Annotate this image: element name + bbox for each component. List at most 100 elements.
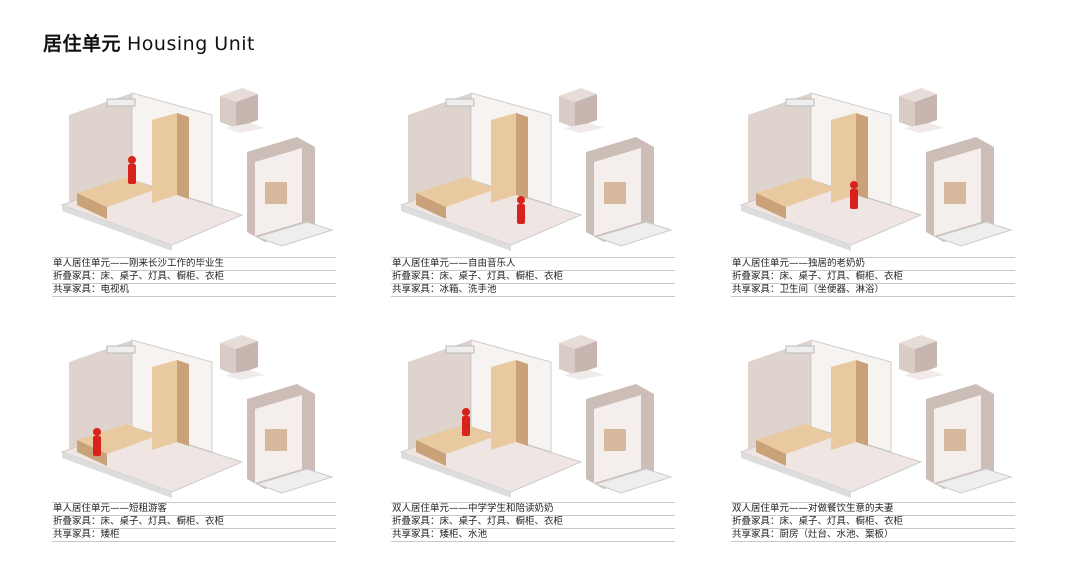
back-wall-left	[748, 93, 811, 203]
person-body	[517, 204, 525, 224]
mini-cube-left	[899, 96, 915, 128]
bed-top	[416, 424, 496, 454]
person-head	[850, 181, 858, 189]
wardrobe-side	[177, 113, 189, 199]
bed-top	[756, 177, 836, 207]
bed-side	[77, 440, 107, 466]
unit-illustration-1	[60, 88, 334, 251]
wardrobe-side	[856, 113, 868, 199]
back-wall-left	[408, 340, 471, 450]
person-head	[128, 156, 136, 164]
unit-title: 单人居住单元——独居的老奶奶	[731, 258, 1015, 271]
mini-cube-left	[220, 343, 236, 375]
person-body	[128, 164, 136, 184]
unit-title: 单人居住单元——自由音乐人	[391, 258, 675, 271]
unit-caption-2: 单人居住单元——自由音乐人 折叠家具：床、桌子、灯具、橱柜、衣柜 共享家具：冰箱…	[391, 257, 675, 297]
ac-unit	[785, 98, 815, 107]
ac-unit	[445, 98, 475, 107]
unit-caption-1: 单人居住单元——刚来长沙工作的毕业生 折叠家具：床、桌子、灯具、橱柜、衣柜 共享…	[52, 257, 336, 297]
unit-folding: 折叠家具：床、桌子、灯具、橱柜、衣柜	[731, 271, 1015, 284]
mini-cube-right	[236, 94, 258, 128]
shared-module-base	[255, 468, 334, 494]
mini-cube-right	[236, 341, 258, 375]
floor-edge	[741, 452, 851, 498]
bed-side	[756, 440, 786, 466]
person-head	[517, 196, 525, 204]
unit-caption-3: 单人居住单元——独居的老奶奶 折叠家具：床、桌子、灯具、橱柜、衣柜 共享家具：卫…	[731, 257, 1015, 297]
floor-edge	[62, 452, 172, 498]
mini-cube-right	[575, 341, 597, 375]
shared-module-base	[594, 468, 673, 494]
wardrobe-front	[831, 113, 856, 203]
bed-top	[77, 177, 157, 207]
bed-side	[416, 193, 446, 219]
wardrobe-front	[491, 360, 516, 450]
bed-side	[756, 193, 786, 219]
floor-edge	[62, 205, 172, 251]
shared-furniture	[265, 429, 287, 451]
shared-furniture	[944, 429, 966, 451]
unit-folding: 折叠家具：床、桌子、灯具、橱柜、衣柜	[52, 271, 336, 284]
wardrobe-front	[831, 360, 856, 450]
unit-shared: 共享家具：电视机	[52, 284, 336, 297]
unit-panel-1: 单人居住单元——刚来长沙工作的毕业生 折叠家具：床、桌子、灯具、橱柜、衣柜 共享…	[52, 80, 342, 330]
wardrobe-side	[177, 360, 189, 446]
floor-edge	[401, 205, 511, 251]
unit-shared: 共享家具：矮柜	[52, 529, 336, 542]
person-body	[93, 436, 101, 456]
unit-panel-4: 单人居住单元——短租游客 折叠家具：床、桌子、灯具、橱柜、衣柜 共享家具：矮柜	[52, 327, 342, 577]
wardrobe-front	[152, 113, 177, 203]
back-wall-left	[69, 340, 132, 450]
back-wall-left	[748, 340, 811, 450]
unit-shared: 共享家具：矮柜、水池	[391, 529, 675, 542]
unit-illustration-3	[739, 88, 1013, 251]
person-body	[462, 416, 470, 436]
mini-cube-base	[904, 370, 944, 380]
mini-cube-top	[899, 88, 937, 102]
shared-module-base	[255, 221, 334, 247]
shared-furniture	[604, 429, 626, 451]
bed-side	[416, 440, 446, 466]
ac-unit	[106, 345, 136, 354]
wardrobe-front	[152, 360, 177, 450]
bed-side	[77, 193, 107, 219]
person-body	[850, 189, 858, 209]
unit-illustration-6	[739, 335, 1013, 498]
back-wall-left	[408, 93, 471, 203]
unit-panel-3: 单人居住单元——独居的老奶奶 折叠家具：床、桌子、灯具、橱柜、衣柜 共享家具：卫…	[731, 80, 1021, 330]
unit-title: 单人居住单元——短租游客	[52, 503, 336, 516]
shared-module-base	[934, 468, 1013, 494]
unit-panel-5: 双人居住单元——中学学生和陪读奶奶 折叠家具：床、桌子、灯具、橱柜、衣柜 共享家…	[391, 327, 681, 577]
mini-cube-top	[220, 335, 258, 349]
mini-cube-top	[559, 335, 597, 349]
shared-furniture	[944, 182, 966, 204]
unit-shared: 共享家具：卫生间（坐便器、淋浴）	[731, 284, 1015, 297]
unit-title: 单人居住单元——刚来长沙工作的毕业生	[52, 258, 336, 271]
floor-edge	[741, 205, 851, 251]
mini-cube-base	[904, 123, 944, 133]
person-head	[462, 408, 470, 416]
wardrobe-side	[516, 360, 528, 446]
mini-cube-right	[575, 94, 597, 128]
mini-cube-base	[564, 123, 604, 133]
mini-cube-left	[559, 96, 575, 128]
mini-cube-base	[225, 370, 265, 380]
unit-folding: 折叠家具：床、桌子、灯具、橱柜、衣柜	[731, 516, 1015, 529]
floor-edge	[401, 452, 511, 498]
unit-panel-6: 双人居住单元——对做餐饮生意的夫妻 折叠家具：床、桌子、灯具、橱柜、衣柜 共享家…	[731, 327, 1021, 577]
wardrobe-side	[516, 113, 528, 199]
unit-caption-6: 双人居住单元——对做餐饮生意的夫妻 折叠家具：床、桌子、灯具、橱柜、衣柜 共享家…	[731, 502, 1015, 542]
wardrobe-front	[491, 113, 516, 203]
title-cn: 居住单元	[43, 33, 122, 55]
unit-shared: 共享家具：厨房（灶台、水池、案板）	[731, 529, 1015, 542]
unit-folding: 折叠家具：床、桌子、灯具、橱柜、衣柜	[391, 516, 675, 529]
unit-panel-2: 单人居住单元——自由音乐人 折叠家具：床、桌子、灯具、橱柜、衣柜 共享家具：冰箱…	[391, 80, 681, 330]
mini-cube-right	[915, 341, 937, 375]
bed-top	[416, 177, 496, 207]
mini-cube-top	[220, 88, 258, 102]
unit-folding: 折叠家具：床、桌子、灯具、橱柜、衣柜	[391, 271, 675, 284]
unit-title: 双人居住单元——对做餐饮生意的夫妻	[731, 503, 1015, 516]
unit-folding: 折叠家具：床、桌子、灯具、橱柜、衣柜	[52, 516, 336, 529]
mini-cube-left	[559, 343, 575, 375]
